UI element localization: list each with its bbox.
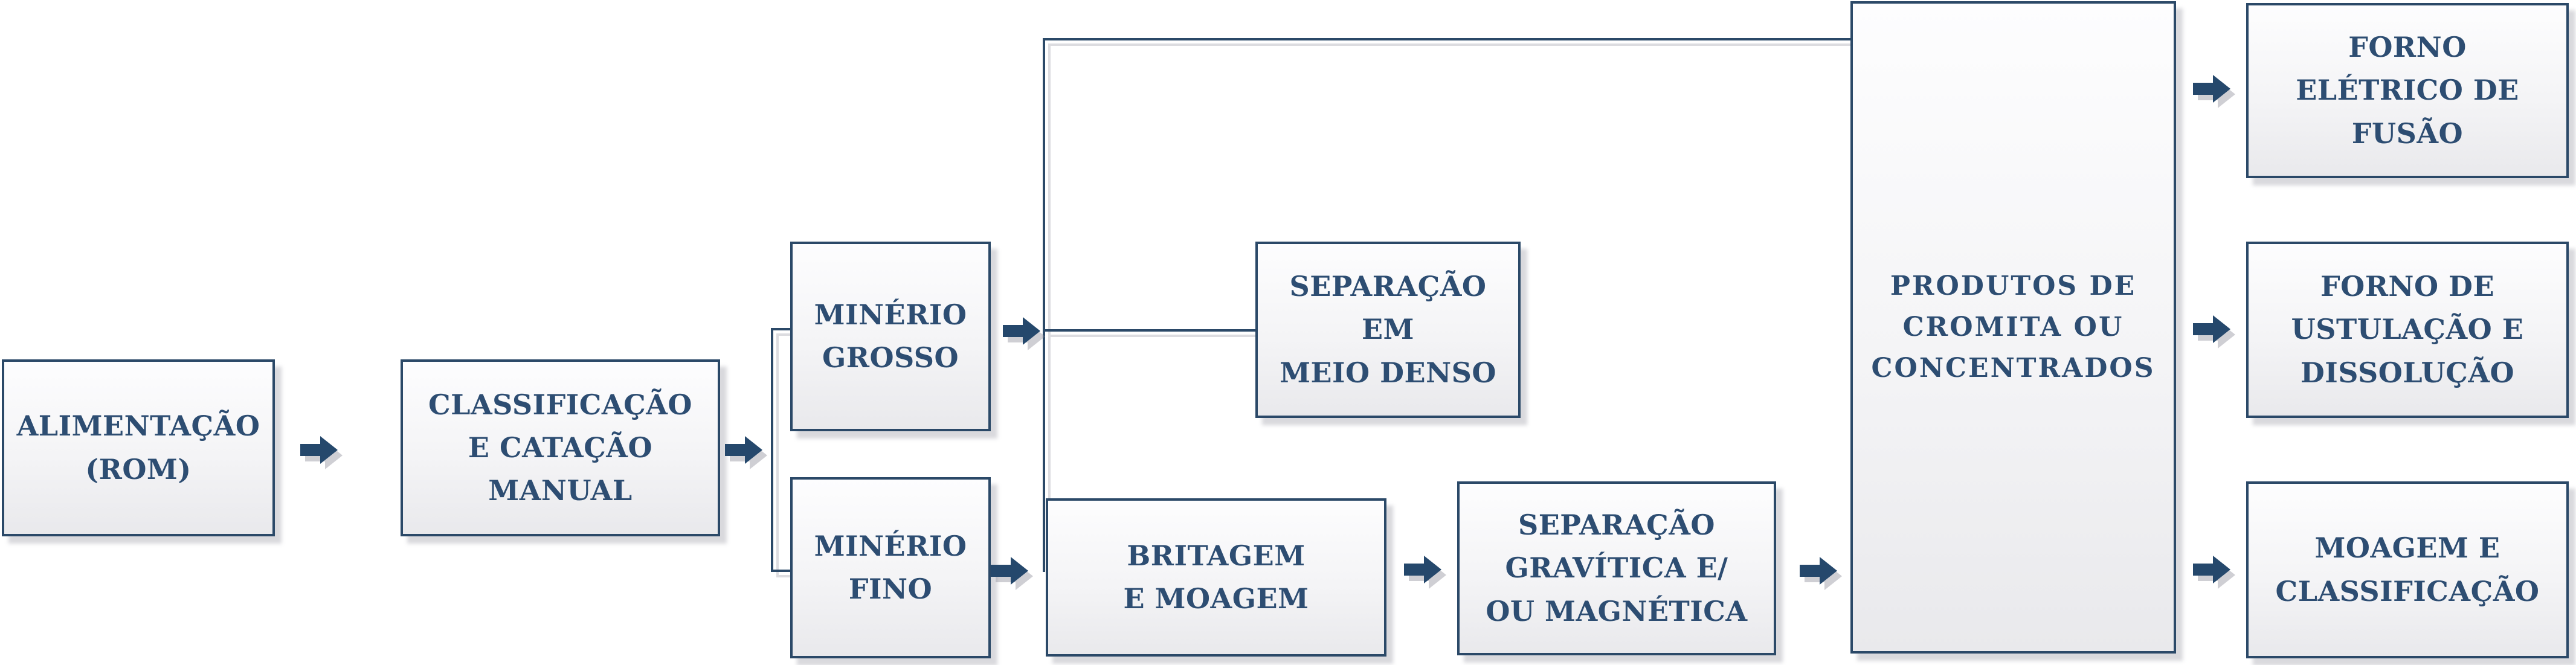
node-forno-eletrico-fusao: FORNO ELÉTRICO DE FUSÃO xyxy=(2246,3,2569,178)
node-alimentacao-rom: ALIMENTAÇÃO (ROM) xyxy=(2,359,275,536)
flow-arrow-icon xyxy=(1404,554,1443,585)
node-britagem-moagem: BRITAGEM E MOAGEM xyxy=(1046,498,1386,657)
node-label: CLASSIFICAÇÃO E CATAÇÃO MANUAL xyxy=(428,388,692,507)
connector-grosso-to-meio-denso xyxy=(1044,329,1255,332)
connector-top-horizontal xyxy=(1044,38,1850,40)
flow-arrow-icon xyxy=(1003,315,1042,347)
node-moagem-classificacao: MOAGEM E CLASSIFICAÇÃO xyxy=(2246,481,2569,658)
node-label: MINÉRIO GROSSO xyxy=(814,298,967,374)
node-label: FORNO DE USTULAÇÃO E DISSOLUÇÃO xyxy=(2291,270,2524,389)
bracket-vertical xyxy=(771,328,773,572)
flow-arrow-icon xyxy=(2193,73,2232,104)
node-forno-ustulacao-dissolucao: FORNO DE USTULAÇÃO E DISSOLUÇÃO xyxy=(2246,242,2569,418)
node-label: PRODUTOS DE CROMITA OU CONCENTRADOS xyxy=(1871,270,2156,384)
node-produtos-cromita-concentrados: PRODUTOS DE CROMITA OU CONCENTRADOS xyxy=(1850,1,2176,654)
node-separacao-gravitica-magnetica: SEPARAÇÃO GRAVÍTICA E/ OU MAGNÉTICA xyxy=(1457,481,1776,655)
flow-arrow-icon xyxy=(1800,555,1838,586)
node-label: MOAGEM E CLASSIFICAÇÃO xyxy=(2275,532,2540,608)
flow-arrow-icon xyxy=(2193,554,2232,585)
flow-arrow-icon xyxy=(991,555,1029,586)
node-separacao-meio-denso: SEPARAÇÃO EM MEIO DENSO xyxy=(1255,242,1521,418)
node-label: MINÉRIO FINO xyxy=(814,529,967,605)
flow-arrow-icon xyxy=(725,434,764,466)
node-label: SEPARAÇÃO EM MEIO DENSO xyxy=(1280,270,1496,389)
node-label: BRITAGEM E MOAGEM xyxy=(1123,539,1309,615)
node-label: ALIMENTAÇÃO (ROM) xyxy=(16,410,260,486)
bracket-stub-bottom xyxy=(771,570,791,572)
flow-arrow-icon xyxy=(300,434,339,466)
bracket-stub-top xyxy=(771,328,791,330)
node-label: FORNO ELÉTRICO DE FUSÃO xyxy=(2296,31,2519,150)
node-minerio-grosso: MINÉRIO GROSSO xyxy=(790,242,991,431)
node-classificacao-catacao-manual: CLASSIFICAÇÃO E CATAÇÃO MANUAL xyxy=(401,359,720,536)
connector-vertical xyxy=(1043,38,1045,572)
node-minerio-fino: MINÉRIO FINO xyxy=(790,477,991,658)
node-label: SEPARAÇÃO GRAVÍTICA E/ OU MAGNÉTICA xyxy=(1486,509,1748,628)
flow-arrow-icon xyxy=(2193,313,2232,345)
